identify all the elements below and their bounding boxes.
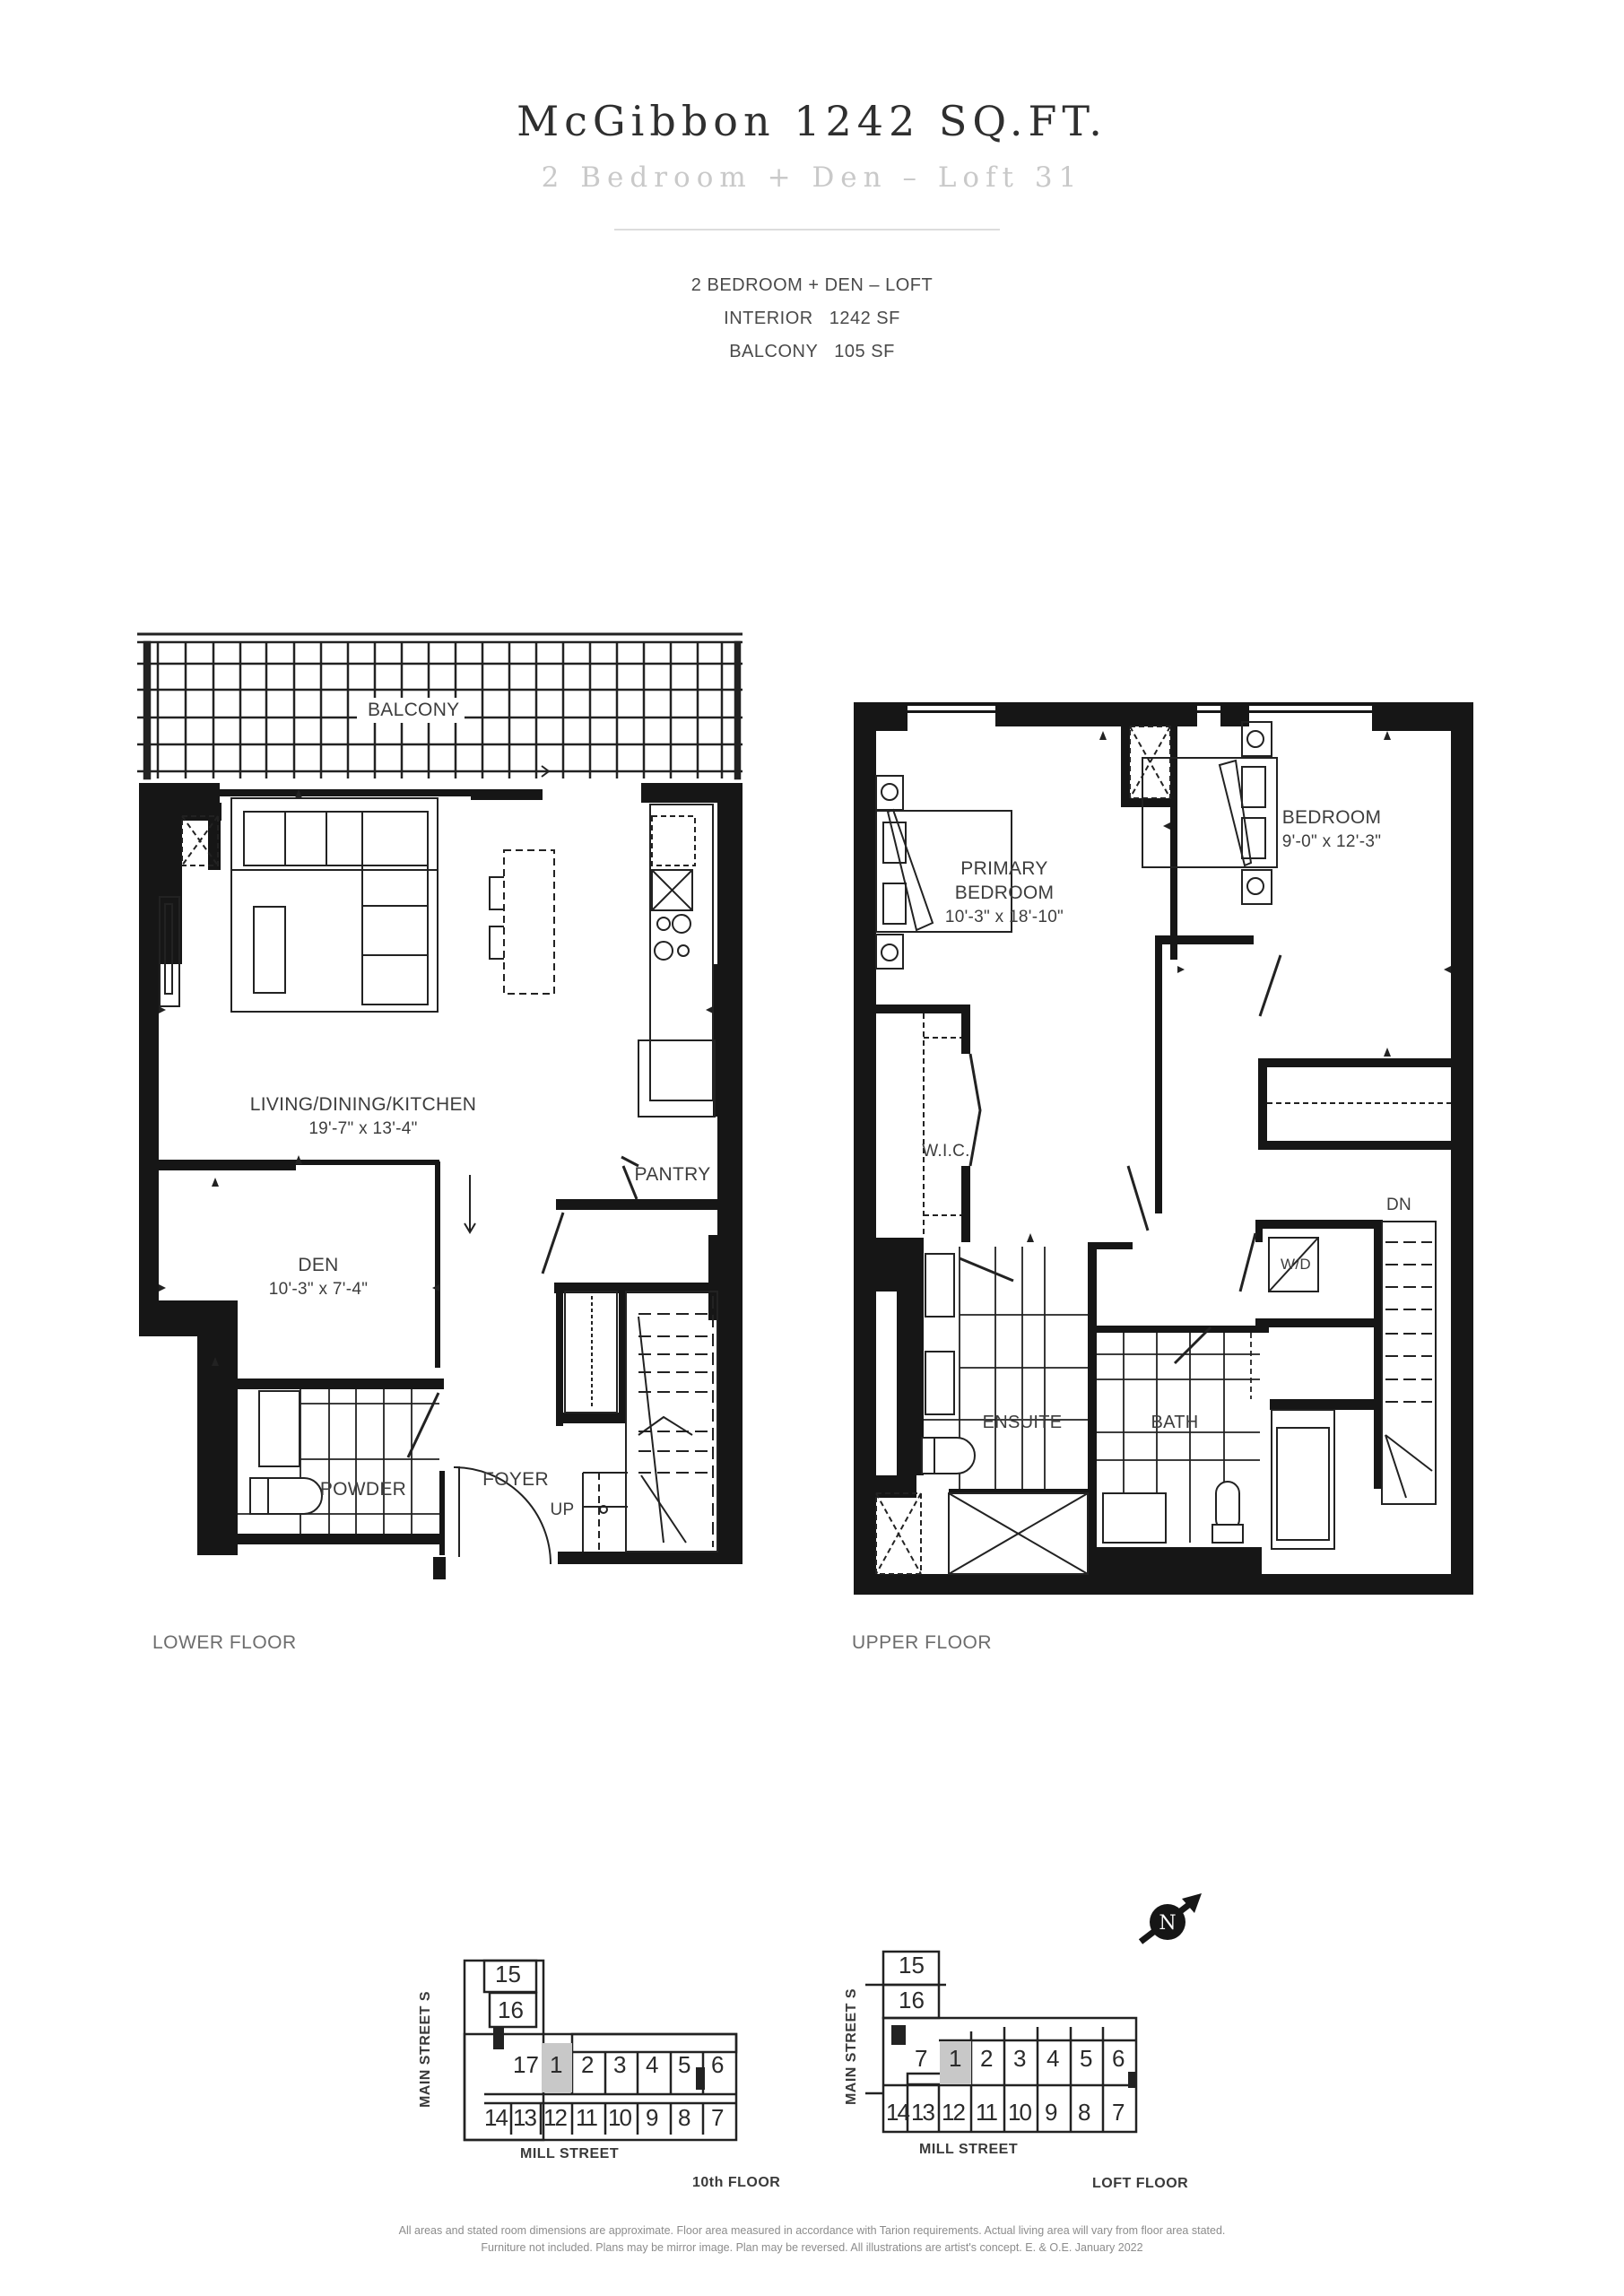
unit-8: 8 bbox=[678, 2104, 691, 2131]
unit-14: 14 bbox=[886, 2099, 910, 2126]
balcony-grid bbox=[137, 632, 743, 780]
disclaimer-line-1: All areas and stated room dimensions are… bbox=[398, 2224, 1226, 2237]
unit-12: 12 bbox=[543, 2104, 568, 2131]
room-label-wic: W.I.C. bbox=[922, 1142, 970, 1161]
key-plan-loft-floor: 15 16 7 1 2 3 4 5 6 14 13 12 11 10 9 8 7… bbox=[843, 1946, 1220, 2215]
unit-3: 3 bbox=[1013, 2045, 1027, 2072]
lower-floor-label: LOWER FLOOR bbox=[152, 1632, 297, 1653]
room-dimensions: 10'-3" x 18'-10" bbox=[944, 908, 1064, 926]
interior-label: INTERIOR bbox=[724, 309, 813, 328]
unit-13: 13 bbox=[911, 2099, 935, 2126]
disclaimer-line-2: Furniture not included. Plans may be mir… bbox=[481, 2241, 1143, 2254]
unit-7: 7 bbox=[1112, 2099, 1125, 2126]
unit-17: 7 bbox=[915, 2045, 928, 2072]
unit-4: 4 bbox=[1046, 2045, 1060, 2072]
interior-area: INTERIOR 1242 SF bbox=[0, 302, 1624, 335]
balcony-label-bg bbox=[357, 698, 465, 723]
unit-15: 15 bbox=[899, 1952, 925, 1979]
room-name: BEDROOM bbox=[1281, 807, 1382, 828]
unit-9: 9 bbox=[646, 2104, 659, 2131]
unit-16: 16 bbox=[899, 1987, 925, 2013]
room-living-dining-kitchen: LIVING/DINING/KITCHEN 19'-7" x 13'-4" bbox=[215, 1092, 511, 1141]
key-plan-10th-floor: 15 16 17 1 2 3 4 5 6 14 13 12 11 10 9 8 … bbox=[413, 1955, 807, 2215]
header-divider bbox=[614, 229, 1000, 230]
street-label-mill: MILL STREET bbox=[520, 2146, 620, 2161]
room-dimensions: 10'-3" x 7'-4" bbox=[268, 1280, 369, 1299]
window-markers bbox=[159, 789, 713, 1366]
unit-9: 9 bbox=[1045, 2099, 1058, 2126]
unit-5: 5 bbox=[678, 2051, 691, 2078]
lower-floor-fixtures bbox=[159, 797, 718, 1565]
unit-15: 15 bbox=[495, 1961, 521, 1987]
room-label-powder: POWDER bbox=[319, 1479, 407, 1500]
room-den: DEN 10'-3" x 7'-4" bbox=[215, 1253, 421, 1301]
north-arrow-icon: N bbox=[1138, 1893, 1202, 1944]
unit-6: 6 bbox=[711, 2051, 725, 2078]
page-subtitle: 2 Bedroom + Den – Loft 31 bbox=[541, 161, 1083, 194]
unit-6: 6 bbox=[1112, 2045, 1125, 2072]
upper-floor-fixtures bbox=[875, 721, 1451, 1575]
room-name: DEN bbox=[298, 1255, 339, 1275]
unit-11: 11 bbox=[576, 2104, 598, 2131]
unit-13: 13 bbox=[513, 2104, 537, 2131]
upper-window-markers bbox=[1027, 731, 1451, 1242]
upper-floor-walls bbox=[854, 702, 1473, 1595]
key-plan-floor-label: 10th FLOOR bbox=[692, 2175, 781, 2190]
room-dimensions: 9'-0" x 12'-3" bbox=[1281, 832, 1382, 851]
unit-2: 2 bbox=[581, 2051, 595, 2078]
disclaimer: All areas and stated room dimensions are… bbox=[0, 2222, 1624, 2257]
street-label-main: MAIN STREET S bbox=[418, 1990, 433, 2109]
stairs-up-label: UP bbox=[550, 1500, 575, 1519]
street-label-mill: MILL STREET bbox=[919, 2142, 1019, 2157]
room-label-ensuite: ENSUITE bbox=[982, 1413, 1063, 1432]
room-label-bath: BATH bbox=[1151, 1413, 1199, 1432]
svg-text:N: N bbox=[1159, 1912, 1176, 1935]
room-name: LIVING/DINING/KITCHEN bbox=[249, 1094, 477, 1115]
unit-3: 3 bbox=[613, 2051, 627, 2078]
unit-17: 17 bbox=[513, 2051, 539, 2078]
unit-12: 12 bbox=[942, 2099, 966, 2126]
unit-1-highlighted: 1 bbox=[550, 2051, 563, 2078]
balcony-value: 105 SF bbox=[834, 342, 895, 361]
lower-floor-walls bbox=[139, 783, 743, 1579]
balcony-label: BALCONY bbox=[729, 342, 819, 361]
unit-14: 14 bbox=[484, 2104, 508, 2131]
unit-specs: 2 BEDROOM + DEN – LOFT INTERIOR 1242 SF B… bbox=[0, 269, 1624, 369]
balcony-area: BALCONY 105 SF bbox=[0, 335, 1624, 369]
unit-8: 8 bbox=[1078, 2099, 1091, 2126]
key-plan-floor-label: LOFT FLOOR bbox=[1092, 2176, 1189, 2191]
room-name-line2: BEDROOM bbox=[954, 883, 1055, 903]
unit-7: 7 bbox=[711, 2104, 725, 2131]
interior-value: 1242 SF bbox=[829, 309, 900, 328]
unit-10: 10 bbox=[1008, 2099, 1032, 2126]
room-name-line1: PRIMARY bbox=[960, 858, 1048, 879]
stairs-down-label: DN bbox=[1385, 1196, 1412, 1214]
street-label-main: MAIN STREET S bbox=[844, 1987, 859, 2106]
unit-10: 10 bbox=[608, 2104, 632, 2131]
page-title: McGibbon 1242 SQ.FT. bbox=[517, 97, 1107, 145]
room-label-balcony: BALCONY bbox=[368, 700, 460, 720]
unit-4: 4 bbox=[646, 2051, 659, 2078]
unit-5: 5 bbox=[1080, 2045, 1093, 2072]
unit-16: 16 bbox=[498, 1996, 524, 2023]
room-bedroom: BEDROOM 9'-0" x 12'-3" bbox=[1264, 805, 1399, 854]
room-label-foyer: FOYER bbox=[482, 1469, 549, 1490]
unit-1-highlighted: 1 bbox=[949, 2045, 962, 2072]
upper-floor-label: UPPER FLOOR bbox=[852, 1632, 993, 1653]
unit-2: 2 bbox=[980, 2045, 994, 2072]
room-dimensions: 19'-7" x 13'-4" bbox=[308, 1119, 418, 1138]
room-label-pantry: PANTRY bbox=[634, 1164, 711, 1185]
room-label-laundry: W/D bbox=[1281, 1256, 1311, 1273]
room-primary-bedroom: PRIMARY BEDROOM 10'-3" x 18'-10" bbox=[933, 857, 1076, 929]
unit-type: 2 BEDROOM + DEN – LOFT bbox=[690, 275, 934, 295]
unit-11: 11 bbox=[976, 2099, 998, 2126]
